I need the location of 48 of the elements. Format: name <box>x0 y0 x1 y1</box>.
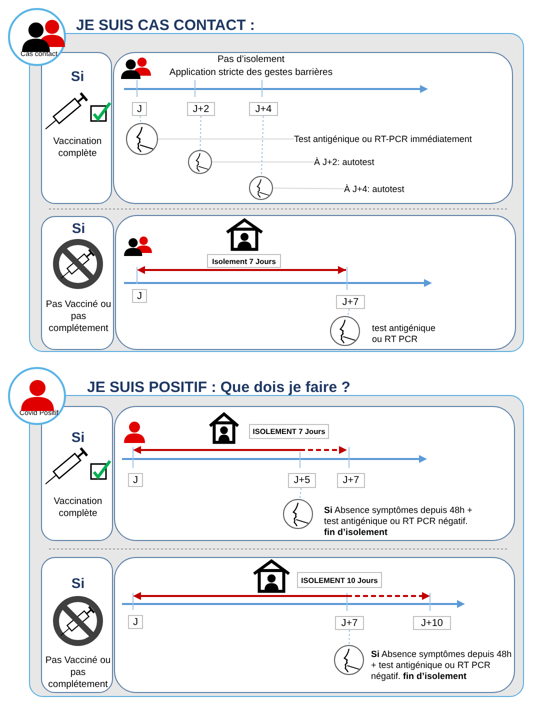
day-marker: J+5 <box>288 473 316 488</box>
day-marker: J <box>128 615 143 629</box>
section-heading: JE SUIS CAS CONTACT : <box>76 17 256 34</box>
day-marker: J <box>128 473 143 487</box>
condition-text: Pas Vacciné ou pas complétement <box>44 655 112 691</box>
instruction-text: À J+4: autotest <box>344 183 404 195</box>
timeline-card <box>113 52 513 204</box>
condition-heading: Si <box>70 68 86 84</box>
instruction-text: Si Absence symptômes depuis 48h + test antigénique ou RT PCR négatif. fin d’isolement <box>324 505 474 538</box>
nasal-swab-icon <box>126 123 158 155</box>
dashed-connector <box>200 116 202 150</box>
instruction-text: À J+2: autotest <box>314 156 374 168</box>
condition-text: Pas Vacciné ou pas complétement <box>44 299 112 335</box>
dashed-connector <box>260 116 264 176</box>
leader-line <box>158 138 294 140</box>
dashed-connector <box>347 308 350 317</box>
timeline-card <box>115 215 516 350</box>
instruction-text: Si Absence symptômes depuis 48h + test antigénique ou RT PCR négatif. fin d’isolement <box>371 649 513 682</box>
timeline-card <box>114 557 515 693</box>
condition-text: Vaccination complète <box>52 496 104 520</box>
dashed-connector <box>348 630 350 646</box>
leader-line <box>272 188 344 190</box>
dashed-connector <box>299 488 302 500</box>
day-marker: J+2 <box>187 102 215 116</box>
instruction-text: Test antigénique ou RT-PCR immédiatement <box>294 133 472 145</box>
condition-card <box>41 406 113 541</box>
instruction-text: Pas d’isolement <box>216 54 286 65</box>
day-marker: J+4 <box>249 102 278 116</box>
nasal-swab-icon <box>188 150 212 174</box>
instruction-text: test antigénique ou RT PCR <box>372 323 437 345</box>
section-heading: JE SUIS POSITIF : Que dois je faire ? <box>87 379 352 396</box>
timeline-card <box>114 406 515 541</box>
condition-heading: Si <box>70 429 86 445</box>
nasal-swab-icon <box>283 499 313 529</box>
instruction-text: Application stricte des gestes barrières <box>168 67 334 78</box>
day-marker: J+7 <box>336 295 365 309</box>
day-marker: J <box>132 102 147 116</box>
day-marker: J <box>132 289 147 303</box>
condition-text: Vaccination complète <box>52 136 103 160</box>
day-marker: J+7 <box>335 616 364 630</box>
nasal-swab-icon <box>330 316 360 346</box>
condition-heading: Si <box>70 220 86 236</box>
day-marker: J+7 <box>337 473 365 488</box>
nasal-swab-icon <box>334 645 364 675</box>
nasal-swab-icon <box>249 176 273 200</box>
day-marker: J+10 <box>413 616 451 630</box>
condition-heading: Si <box>70 575 86 591</box>
dashed-connector <box>140 116 142 124</box>
